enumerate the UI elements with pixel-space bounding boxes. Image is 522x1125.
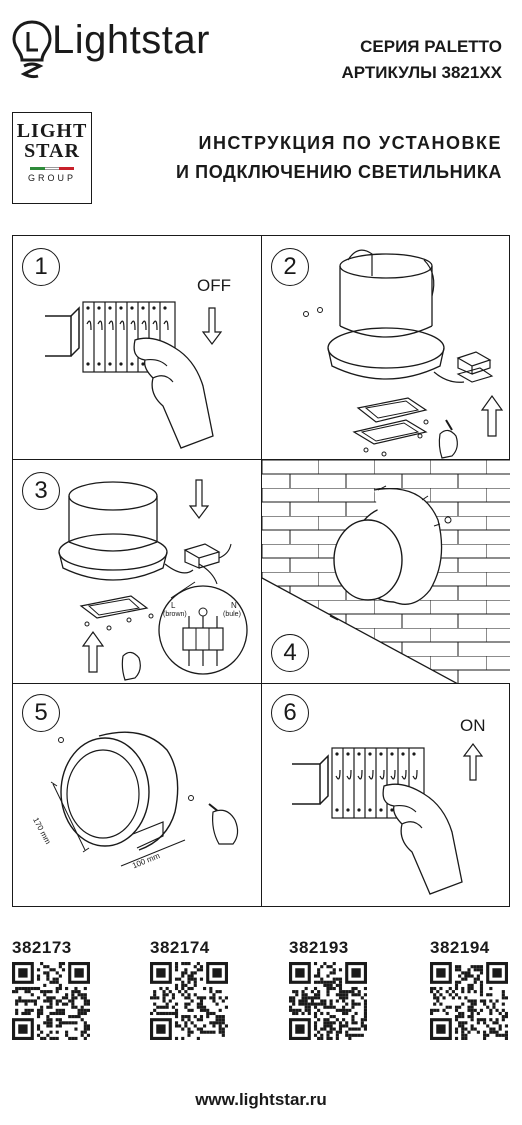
lightstar-bulb-logo-icon — [12, 20, 52, 79]
wire-l-color-label: (brown) — [163, 611, 187, 618]
articles-label: АРТИКУЛЫ 3821XX — [341, 63, 502, 82]
qr-code-icon — [430, 962, 508, 1040]
article-code-3: 382193 — [289, 938, 349, 957]
brand-name: Lightstar — [52, 18, 210, 62]
qr-code-icon — [289, 962, 367, 1040]
article-code-1: 382173 — [12, 938, 72, 957]
dimensions-illustration — [50, 731, 239, 867]
lightstar-group-badge: LIGHT STAR GROUP — [12, 112, 92, 204]
step-3-panel: 3 L (brown) N (bule) — [13, 460, 262, 684]
on-label: ON — [460, 716, 486, 735]
step-number-6: 6 — [271, 694, 309, 732]
step-number-2: 2 — [271, 248, 309, 286]
step-number-3: 3 — [22, 472, 60, 510]
off-label: OFF — [197, 276, 231, 295]
step-5-panel: 5 170 mm 100 mm — [13, 684, 262, 906]
step-number-4: 4 — [271, 634, 309, 672]
wire-l-label: L — [171, 601, 176, 610]
series-label: СЕРИЯ PALETTO — [360, 37, 502, 56]
website-link[interactable]: www.lightstar.ru — [195, 1090, 327, 1109]
step-number-1: 1 — [22, 248, 60, 286]
wall-mounting-illustration — [262, 460, 510, 683]
article-code-2: 382174 — [150, 938, 210, 957]
mounting-plate-illustration — [303, 249, 504, 459]
italian-flag-icon — [30, 167, 75, 170]
wire-n-label: N — [231, 601, 237, 610]
step-6-panel: 6 ON — [262, 684, 510, 906]
qr-code-icon — [12, 962, 90, 1040]
instruction-title-line1: ИНСТРУКЦИЯ ПО УСТАНОВКЕ — [198, 133, 502, 153]
badge-line-light: LIGHT — [16, 120, 88, 142]
breaker-off-illustration — [45, 301, 223, 449]
badge-line-group: GROUP — [27, 173, 76, 183]
wire-n-color-label: (bule) — [223, 611, 241, 618]
step-1-panel: 1 OFF — [13, 236, 262, 460]
wiring-illustration — [58, 479, 248, 681]
step-4-panel: 4 — [262, 460, 510, 684]
breaker-on-illustration — [292, 743, 484, 895]
qr-code-icon — [150, 962, 228, 1040]
badge-line-star: STAR — [24, 140, 80, 162]
instruction-title-line2: И ПОДКЛЮЧЕНИЮ СВЕТИЛЬНИКА — [176, 162, 502, 182]
step-number-5: 5 — [22, 694, 60, 732]
instruction-steps-grid: 1 OFF — [12, 235, 510, 907]
step-2-panel: 2 — [262, 236, 510, 460]
article-code-4: 382194 — [430, 938, 490, 957]
